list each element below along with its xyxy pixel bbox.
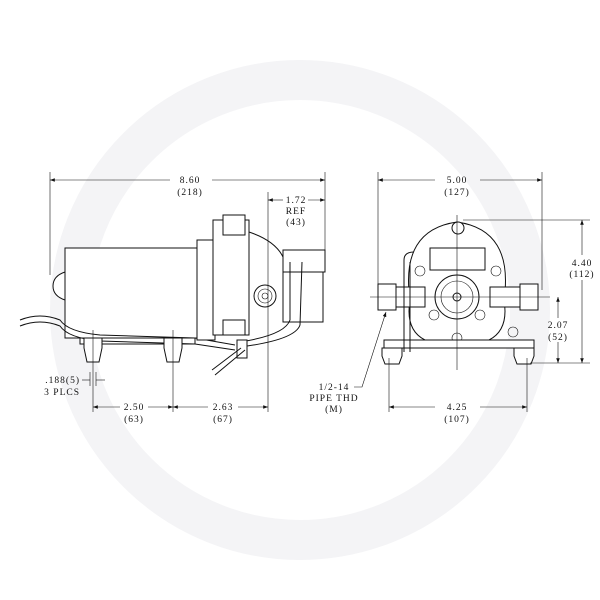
port-height-mm-label: (52) xyxy=(548,332,568,343)
foot-spacing-mm-label: (63) xyxy=(124,414,144,425)
hole-count-label: 3 PLCS xyxy=(44,388,80,398)
width-mm-label: (127) xyxy=(444,187,470,198)
motor-end-cap xyxy=(52,271,66,301)
height-label: 4.40 xyxy=(572,259,593,269)
pressure-switch xyxy=(282,249,326,273)
width-label: 5.00 xyxy=(447,176,468,186)
port-offset-mm-label: (67) xyxy=(213,414,233,425)
port-offset-label: 2.63 xyxy=(213,403,234,413)
ref-label: REF xyxy=(286,207,306,217)
overall-length-mm-label: (218) xyxy=(177,187,203,198)
pump-head xyxy=(196,214,326,376)
wire xyxy=(19,315,236,346)
thread-type-label: PIPE THD xyxy=(309,394,358,404)
side-view xyxy=(19,172,326,412)
foot-width-label: 4.25 xyxy=(447,403,468,413)
base-plate xyxy=(383,339,535,349)
port-height-label: 2.07 xyxy=(548,321,569,331)
foot-width-mm-label: (107) xyxy=(444,414,470,425)
thread-gender-label: (M) xyxy=(325,404,343,415)
ref-length-label: 1.72 xyxy=(286,196,307,206)
ref-length-mm-label: (43) xyxy=(286,217,306,228)
thread-leader xyxy=(354,311,387,388)
hole-dia-label: .188(5) xyxy=(45,375,80,386)
height-mm-label: (112) xyxy=(569,269,594,280)
port-fitting xyxy=(253,284,277,308)
foot-spacing-label: 2.50 xyxy=(124,403,145,413)
motor-body xyxy=(64,247,198,339)
thread-size-label: 1/2-14 xyxy=(319,383,350,393)
overall-length-label: 8.60 xyxy=(180,176,201,186)
front-view xyxy=(354,172,590,412)
